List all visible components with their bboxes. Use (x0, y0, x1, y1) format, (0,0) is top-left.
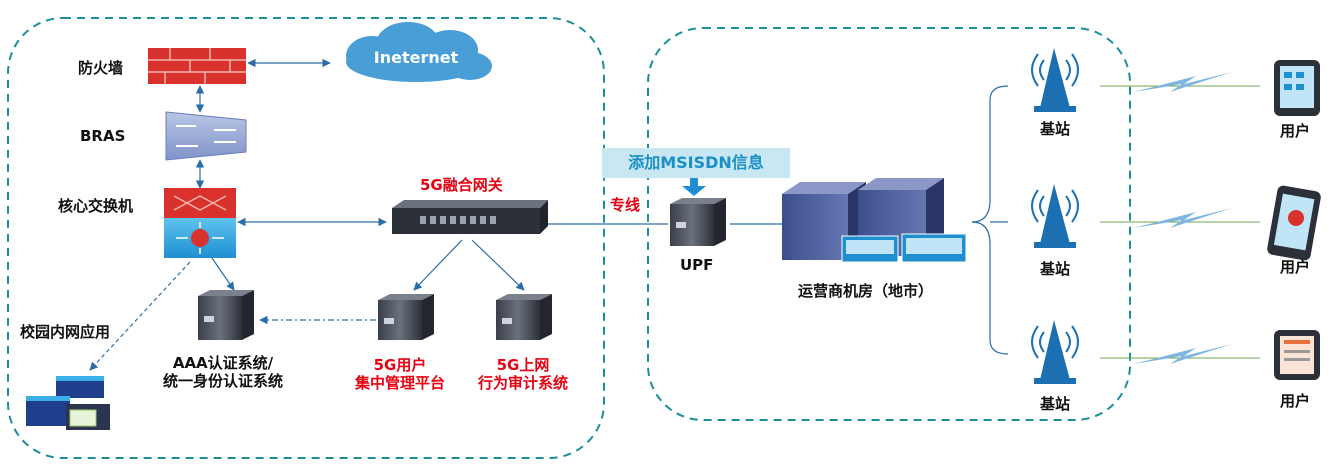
operator-room-icon (782, 178, 967, 263)
user-label-3: 用户 (1280, 392, 1311, 410)
tablet-icon (1274, 60, 1320, 116)
audit-label-line2: 行为审计系统 (477, 374, 568, 392)
operator-zone (647, 27, 1131, 421)
base-station-icon (1031, 48, 1079, 112)
dedicated-line-label: 专线 (610, 196, 641, 214)
user-mgmt-server-icon (378, 294, 434, 340)
base-station-label-1: 基站 (1040, 120, 1071, 138)
campus-intranet-label: 校园内网应用 (20, 323, 111, 341)
audit-label-line1: 5G上网 (496, 356, 550, 374)
audit-server-icon (496, 294, 552, 340)
upf-label: UPF (680, 256, 714, 274)
operator-room-label: 运营商机房（地市） (798, 282, 934, 300)
gateway-label: 5G融合网关 (420, 176, 503, 194)
5g-gateway-icon (392, 200, 548, 234)
base-station-icon (1031, 184, 1079, 248)
campus-servers-icon (26, 376, 110, 430)
user-label-2: 用户 (1280, 258, 1311, 276)
callout-arrow-icon (682, 178, 706, 196)
internet-cloud-icon (346, 22, 492, 82)
bras-router-icon (165, 111, 247, 161)
base-station-label-3: 基站 (1040, 395, 1071, 413)
user-label-1: 用户 (1280, 122, 1311, 140)
user-mgmt-label: 5G用户 集中管理平台 (340, 356, 460, 392)
tablet-icon (1274, 330, 1320, 380)
aaa-label-line2: 统一身份认证系统 (162, 372, 283, 390)
aaa-label: AAA认证系统/ 统一身份认证系统 (148, 354, 298, 390)
aaa-server-icon (198, 290, 254, 340)
core-switch-label: 核心交换机 (58, 197, 134, 215)
campus-zone (7, 17, 605, 459)
aaa-label-line1: AAA认证系统/ (172, 354, 274, 372)
audit-label: 5G上网 行为审计系统 (462, 356, 584, 392)
upf-server-icon (670, 198, 726, 246)
base-station-label-2: 基站 (1040, 260, 1071, 278)
user-mgmt-label-line1: 5G用户 (373, 356, 427, 374)
wireless-signal-icon (1134, 72, 1232, 364)
msisdn-callout: 添加MSISDN信息 (602, 148, 790, 178)
smartphone-icon (1267, 185, 1321, 261)
firewall-label: 防火墙 (78, 59, 124, 77)
bras-label: BRAS (80, 127, 126, 145)
firewall-icon (148, 48, 246, 84)
user-mgmt-label-line2: 集中管理平台 (354, 374, 445, 392)
base-station-icon (1031, 320, 1079, 384)
internet-label: Ineternet (373, 48, 459, 67)
core-switch-icon (164, 188, 236, 258)
